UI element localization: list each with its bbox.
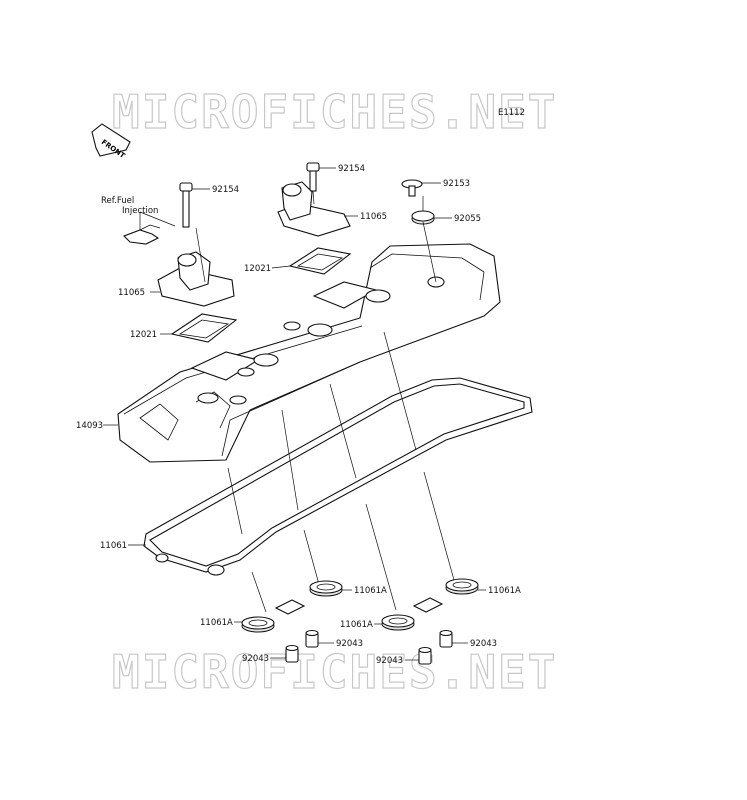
label-92043-4: 92043 bbox=[470, 639, 497, 649]
gasket-12021-mid bbox=[271, 247, 352, 275]
breather-cover-11065-left bbox=[150, 251, 235, 307]
cylinder-head-cover-14093 bbox=[103, 243, 501, 463]
label-11061A-3: 11061A bbox=[340, 620, 373, 630]
bolt-92154-mid bbox=[306, 162, 336, 192]
dowel-pin-92043-3 bbox=[405, 646, 432, 665]
label-11065-left: 11065 bbox=[118, 288, 145, 298]
plug-seal-11061A-4 bbox=[445, 578, 486, 595]
front-arrow-icon: FRONT bbox=[91, 123, 131, 160]
alignment-lines bbox=[195, 190, 455, 613]
head-cover-gasket-11061 bbox=[128, 377, 533, 576]
bolt-92153 bbox=[401, 179, 441, 197]
plug-seal-11061A-1 bbox=[234, 616, 275, 633]
plug-seal-11061A-3 bbox=[374, 614, 415, 631]
breather-cover-11065-right bbox=[277, 181, 358, 237]
bolt-92154-left bbox=[179, 182, 210, 228]
label-92055: 92055 bbox=[454, 214, 481, 224]
label-11065-right: 11065 bbox=[360, 212, 387, 222]
label-92043-2: 92043 bbox=[336, 639, 363, 649]
label-12021-mid: 12021 bbox=[244, 264, 271, 274]
ref-note-line1: Ref.Fuel bbox=[101, 196, 134, 206]
label-92043-1: 92043 bbox=[242, 654, 269, 664]
label-12021-left: 12021 bbox=[130, 330, 157, 340]
label-11061A-4: 11061A bbox=[488, 586, 521, 596]
label-11061: 11061 bbox=[100, 541, 127, 551]
dowel-pin-92043-2 bbox=[305, 629, 334, 648]
label-92153: 92153 bbox=[443, 179, 470, 189]
label-92154-left: 92154 bbox=[212, 185, 239, 195]
dowel-pin-92043-1 bbox=[270, 644, 299, 663]
label-11061A-1: 11061A bbox=[200, 618, 233, 628]
dowel-pin-92043-4 bbox=[439, 629, 468, 648]
watermark-bottom: MICROFICHES.NET bbox=[112, 645, 557, 699]
label-14093: 14093 bbox=[76, 421, 103, 431]
gasket-12021-left bbox=[160, 313, 238, 343]
ref-clip-part bbox=[123, 211, 176, 245]
grommet-92055 bbox=[411, 210, 452, 225]
plug-clip-1 bbox=[274, 599, 306, 615]
diagram-code: E1112 bbox=[498, 108, 525, 118]
plug-clip-2 bbox=[412, 597, 444, 613]
watermark-top: MICROFICHES.NET bbox=[112, 85, 557, 139]
label-92043-3: 92043 bbox=[376, 656, 403, 666]
label-11061A-2: 11061A bbox=[354, 586, 387, 596]
label-92154-mid: 92154 bbox=[338, 164, 365, 174]
plug-seal-11061A-2 bbox=[309, 580, 352, 597]
ref-note-line2: Injection bbox=[122, 206, 158, 216]
